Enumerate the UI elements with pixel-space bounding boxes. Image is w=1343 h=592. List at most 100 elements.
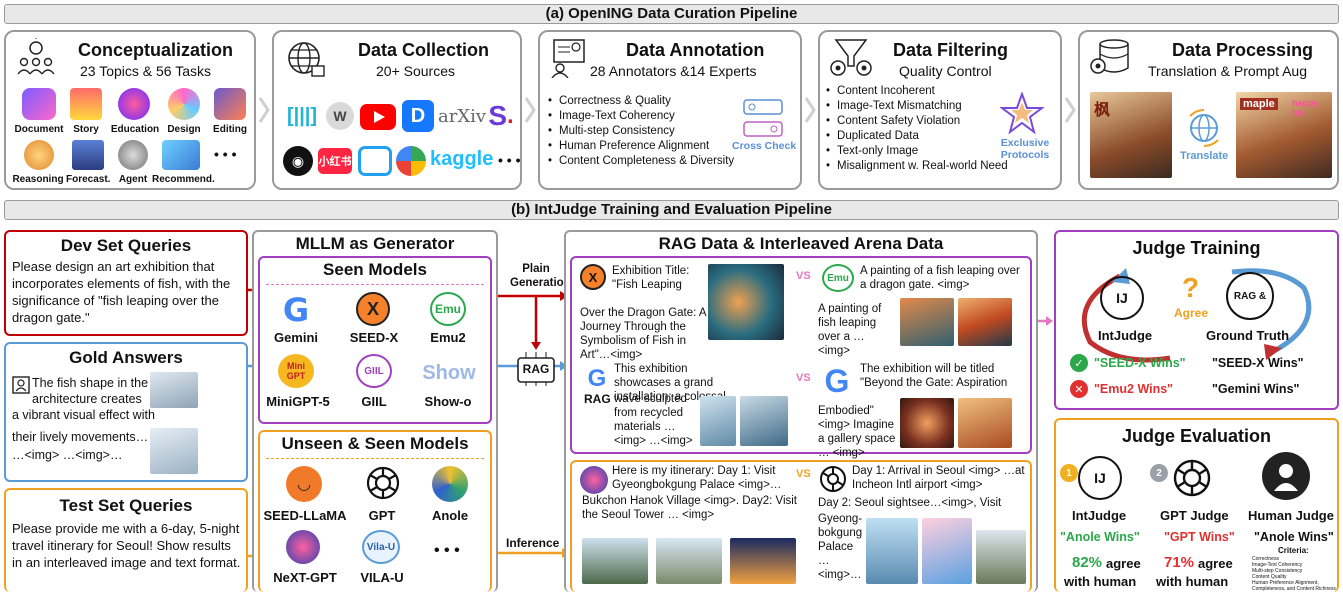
model-seed-x: SEED-X	[349, 330, 399, 345]
vs-label: VS	[796, 468, 811, 480]
processing-subtitle: Translation & Prompt Aug	[1148, 63, 1308, 79]
label-editing: Editing	[213, 124, 247, 135]
emu-image-2	[958, 298, 1012, 346]
model-gpt: GPT	[368, 508, 396, 523]
filtering-title: Data Filtering	[893, 40, 1009, 60]
chinese-tag: 枫	[1094, 102, 1111, 119]
globe-icon	[288, 42, 325, 77]
dev-set-box	[4, 230, 248, 336]
label-education: Education	[110, 124, 160, 135]
itinerary-2-line-b: Day 2: Seoul sightsee…<img>, Visit	[818, 497, 1002, 509]
emu-logo: Emu	[430, 292, 466, 326]
gold-text-line5: …<img> …<img>…	[12, 448, 123, 462]
judge-training-title: Judge Training	[1132, 238, 1261, 258]
inference-arrow	[498, 548, 570, 558]
label-forecast: Forecast.	[66, 174, 111, 185]
list-item: Text-only Image	[826, 144, 1008, 159]
label-document: Document	[14, 124, 64, 135]
dev-query-text: Please design an art exhibition that inc…	[12, 259, 231, 325]
annotation-criteria-list: Correctness & Quality Image-Text Coheren…	[548, 94, 734, 169]
filter-gears-icon	[830, 39, 872, 76]
check-icon: ✓	[1070, 354, 1088, 372]
banner-intjudge: (b) IntJudge Training and Evaluation Pip…	[4, 200, 1339, 220]
question-icon: ?	[1182, 272, 1200, 303]
model-gemini: Gemini	[273, 330, 319, 345]
translate-globe-icon	[1189, 109, 1219, 147]
anole-icon	[432, 466, 468, 502]
training-win-2: "Emu2 Wins"	[1094, 382, 1174, 396]
list-item: Misalignment w. Real-world Need	[826, 159, 1008, 174]
processing-title: Data Processing	[1172, 40, 1314, 60]
gold-text-line4: their lively movements…	[12, 430, 149, 444]
protocol-star-icon	[1000, 92, 1044, 135]
recommend-icon	[162, 140, 200, 170]
silver-medal-icon: 2	[1150, 464, 1168, 482]
reasoning-icon	[24, 140, 54, 170]
list-item: Human Preference Alignment,	[1252, 580, 1319, 586]
arxiv-logo: arXiv	[438, 106, 487, 127]
model-anole: Anole	[431, 508, 469, 523]
list-item: Content Quality	[1252, 574, 1287, 580]
judge-evaluation-box	[1054, 418, 1339, 592]
plain-generation-label: Plain Generation	[510, 263, 571, 289]
fish-painting-image	[708, 264, 784, 340]
rag-chip-label: RAG	[522, 362, 550, 376]
cross-check-label: Cross Check	[732, 140, 797, 152]
eval-pct-intjudge: 82%	[1072, 554, 1103, 571]
show-logo: Show	[422, 361, 476, 384]
unseen-models-box	[258, 430, 492, 592]
model-seed-llama: SEED-LLaMA	[263, 508, 347, 523]
seed-x-icon: X	[356, 292, 390, 326]
agent-icon	[118, 140, 148, 170]
eval-win-intjudge: "Anole Wins"	[1060, 530, 1140, 544]
seed-llama-icon: ◡	[286, 466, 322, 502]
emu-logo: Emu	[822, 264, 854, 292]
label-design: Design	[167, 124, 201, 135]
training-gt-1: "SEED-X Wins"	[1212, 356, 1304, 370]
installation-image-1	[700, 396, 736, 446]
label-recommend: Recommend.	[152, 174, 215, 185]
next-gpt-icon	[580, 466, 608, 494]
rag-q4-line-b: Embodied" <img> Imagine a gallery space …	[818, 405, 896, 459]
google-maps-icon	[396, 146, 426, 176]
design-icon	[168, 88, 200, 120]
list-item: Completeness, and Content Richness	[1252, 586, 1336, 592]
github-icon: ◉	[283, 146, 313, 176]
gold-image-2	[150, 428, 198, 474]
huggingface-bars-icon: [|||]	[286, 104, 318, 127]
model-emu2: Emu2	[430, 330, 466, 345]
vs-label: VS	[796, 270, 811, 282]
seoul-collage-image	[922, 518, 972, 584]
test-title: Test Set Queries	[59, 496, 193, 515]
test-set-box	[4, 488, 248, 592]
banner-curation: (a) OpenING Data Curation Pipeline	[4, 4, 1339, 24]
eval-win-gpt: "GPT Wins"	[1164, 530, 1235, 544]
unseen-title: Unseen & Seen Models	[281, 434, 469, 453]
gold-answers-box	[4, 342, 248, 482]
story-icon	[70, 88, 102, 120]
collection-ellipsis: • • •	[498, 152, 521, 168]
model-next-gpt: NeXT-GPT	[273, 570, 337, 585]
rag-q3-line-a: This exhibition showcases a grand instal…	[614, 363, 726, 403]
chevron-right-icon	[258, 97, 270, 123]
list-item: Correctness	[1252, 556, 1279, 562]
rag-q2-line-a: A painting of a fish leaping over a drag…	[860, 265, 1020, 291]
installation-image-2	[740, 396, 788, 446]
seoul-map-image	[866, 518, 918, 584]
training-win-1: "SEED-X Wins"	[1094, 356, 1186, 370]
translate-label: Translate	[1180, 150, 1229, 162]
vs-label: VS	[796, 372, 811, 384]
concept-title: Conceptualization	[78, 40, 234, 60]
itinerary-2-line-a: Day 1: Arrival in Seoul <img> …at Incheo…	[852, 465, 1025, 491]
dev-title: Dev Set Queries	[60, 236, 192, 255]
test-query-text: Please provide me with a 6-day, 5-night …	[12, 521, 241, 570]
village-image	[656, 538, 722, 584]
eval-judge-human: Human Judge	[1248, 508, 1334, 523]
list-item: Multi-step Consistency	[548, 124, 734, 139]
seed-x-icon: X	[580, 264, 606, 290]
gold-medal-icon: 1	[1060, 464, 1078, 482]
youtube-icon	[360, 104, 396, 130]
eval-judge-intjudge: IntJudge	[1072, 508, 1127, 523]
bilibili-icon	[358, 146, 392, 176]
concept-subtitle: 23 Topics & 56 Tasks	[80, 63, 212, 79]
